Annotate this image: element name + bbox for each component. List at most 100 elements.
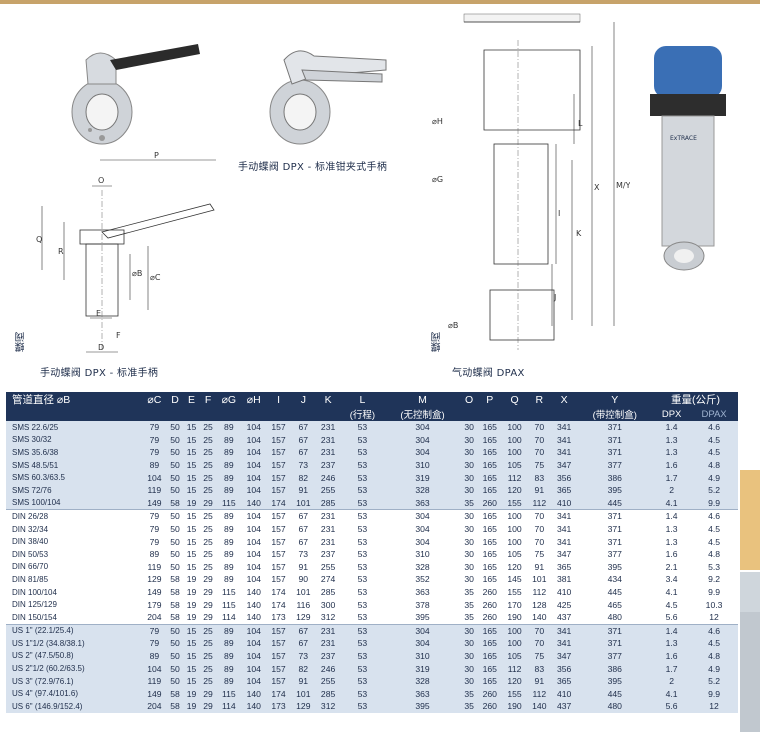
table-cell: 140 [526,610,552,624]
table-cell: 129 [290,610,316,624]
table-cell: 53 [340,585,385,599]
subheader-dpax: DPAX [690,407,738,421]
table-cell: 9.2 [690,573,738,586]
table-cell: 410 [551,585,577,599]
pipe-size-cell: US 1"1/2 (34.8/38.1) [6,637,142,650]
table-cell: 480 [576,700,654,713]
table-cell: 50 [166,637,184,650]
table-cell: 157 [266,623,291,638]
table-cell: 145 [502,573,527,586]
table-cell: 79 [141,446,167,459]
table-cell: 15 [183,623,200,638]
table-cell: 79 [141,421,167,434]
table-cell: 4.5 [690,535,738,548]
table-cell: 15 [183,458,200,472]
col-header: ⌀H [241,392,267,407]
table-cell: 120 [502,674,527,688]
table-cell: 89 [216,509,242,523]
table-cell: 140 [526,700,552,713]
table-cell: 155 [502,585,527,599]
table-cell: 89 [216,637,242,650]
table-cell: 157 [266,535,291,548]
table-cell: 89 [216,522,242,536]
table-cell: 89 [216,547,242,561]
dim-B-label: ⌀B [132,269,142,278]
table-cell: 174 [266,687,291,701]
table-cell: 25 [199,446,217,459]
table-cell: 53 [340,535,385,548]
table-cell: 67 [290,535,316,548]
dim-P-label: P [154,151,159,160]
col-header: X [551,392,577,407]
table-cell: 363 [384,687,461,701]
table-cell: 35 [460,687,478,701]
table-cell: 4.6 [690,509,738,523]
table-cell: 255 [315,560,341,574]
table-cell: 30 [460,446,478,459]
table-cell: 50 [166,471,184,484]
table-cell: 170 [502,598,527,611]
table-cell: 30 [460,623,478,638]
side-label: 蝶阀 [16,332,27,352]
pipe-size-cell: SMS 60.3/63.5 [6,471,142,484]
table-cell: 53 [340,623,385,638]
table-cell: 79 [141,637,167,650]
table-cell: 365 [551,560,577,574]
table-cell: 237 [315,547,341,561]
table-cell: 386 [576,471,654,484]
table-cell: 341 [551,623,577,638]
table-cell: 5.6 [653,700,691,713]
table-cell: 50 [166,547,184,561]
table-cell: 1.7 [653,662,691,675]
table-cell: 70 [526,637,552,650]
table-cell: 319 [384,471,461,484]
col-header: I [266,392,291,407]
table-cell: 104 [241,433,267,447]
pipe-size-cell: DIN 81/85 [6,573,142,586]
subheader-L: (行程) [340,407,385,421]
table-cell: 15 [183,649,200,663]
table-cell: 157 [266,674,291,688]
table-cell: 1.3 [653,637,691,650]
col-header: E [183,392,200,407]
table-cell: 30 [460,649,478,663]
table-cell: 104 [241,535,267,548]
table-cell: 75 [526,458,552,472]
pipe-size-cell: US 2" (47.5/50.8) [6,649,142,663]
table-cell: 260 [477,610,503,624]
pipe-size-cell: SMS 48.5/51 [6,458,142,472]
manual-valve-drawing: P O Q R ⌀B ⌀C E F D [36,151,216,353]
table-cell: 4.9 [690,662,738,675]
dim-MY-label: M/Y [616,181,630,190]
table-cell: 19 [183,573,200,586]
table-cell: 104 [241,547,267,561]
table-cell: 58 [166,573,184,586]
table-cell: 104 [241,623,267,638]
table-cell: 89 [141,649,167,663]
table-cell: 105 [502,547,527,561]
subheader-dpx: DPX [653,407,691,421]
table-cell: 50 [166,535,184,548]
table-cell: 4.1 [653,496,691,510]
table-cell: 231 [315,446,341,459]
table-cell: 79 [141,433,167,447]
table-cell: 260 [477,496,503,510]
table-cell: 465 [576,598,654,611]
table-cell: 1.6 [653,458,691,472]
col-header: J [290,392,316,407]
table-cell: 285 [315,496,341,510]
table-cell: 157 [266,446,291,459]
table-cell: 30 [460,573,478,586]
table-cell: 70 [526,522,552,536]
table-cell: 4.1 [653,687,691,701]
table-cell: 352 [384,573,461,586]
caption-dpax: 气动蝶阀 DPAX [452,368,525,379]
table-cell: 75 [526,547,552,561]
table-cell: 89 [216,649,242,663]
table-cell: 120 [502,483,527,497]
col-header: 重量(公斤) [653,392,738,407]
table-cell: 5.2 [690,483,738,497]
table-cell: 4.5 [690,637,738,650]
